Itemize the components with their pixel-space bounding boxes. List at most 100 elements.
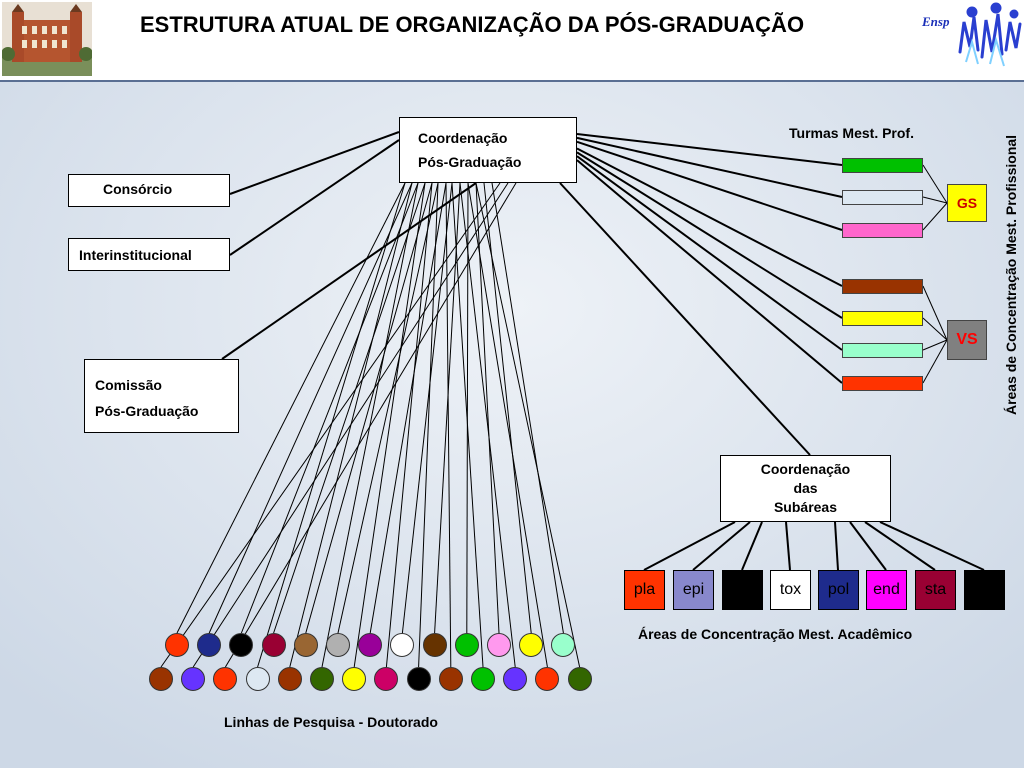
turma-bar <box>842 279 923 294</box>
connector-line <box>576 133 843 166</box>
logo-text: Ensp <box>922 14 950 29</box>
vertical-label: Áreas de Concentração Mest. Profissional <box>1003 134 1019 416</box>
research-dot <box>342 667 367 691</box>
connector-line <box>559 182 811 456</box>
connector-line <box>576 136 843 198</box>
coord-subareas-line1: Coordenação <box>760 461 851 477</box>
connector-line <box>208 182 413 634</box>
connector-line <box>922 317 948 341</box>
connector-line <box>451 182 484 668</box>
research-dot <box>277 667 302 691</box>
research-dot <box>471 667 495 691</box>
connector-line <box>467 182 548 668</box>
connector-line <box>289 182 413 668</box>
research-dot <box>390 633 415 657</box>
research-dot <box>310 667 334 691</box>
coordenacao-line2: Pós-Graduação <box>418 154 522 170</box>
connector-line <box>576 151 843 319</box>
connector-line <box>922 202 948 231</box>
research-dot <box>374 667 399 691</box>
turmas-label: Turmas Mest. Prof. <box>789 125 914 141</box>
building-logo <box>2 2 92 76</box>
turma-bar <box>842 158 923 173</box>
connector-line <box>475 182 581 668</box>
connector-line <box>337 182 439 634</box>
coord-subareas-line2: das <box>793 480 818 496</box>
subarea-box: pla <box>624 570 665 610</box>
connector-line <box>922 339 948 384</box>
connector-line <box>353 182 426 668</box>
research-dot <box>165 633 189 657</box>
turma-bar <box>842 343 923 358</box>
dots-label: Linhas de Pesquisa - Doutorado <box>224 714 438 730</box>
header-bar <box>0 0 1024 82</box>
comissao-line2: Pós-Graduação <box>95 403 199 419</box>
connector-line <box>785 521 791 571</box>
research-dot <box>551 633 576 657</box>
research-dot <box>487 633 511 657</box>
connector-line <box>229 139 400 256</box>
research-dot <box>181 667 206 691</box>
research-dot <box>293 633 318 657</box>
connector-line <box>229 131 400 195</box>
connector-line <box>879 521 985 571</box>
research-dot <box>213 667 238 691</box>
connector-line <box>576 159 843 384</box>
consorcio-label: Consórcio <box>103 181 173 197</box>
connector-line <box>369 182 447 634</box>
connector-line <box>576 147 843 287</box>
connector-line <box>160 182 501 668</box>
connector-line <box>176 182 406 634</box>
subarea-box <box>722 570 763 610</box>
turma-bar <box>842 376 923 391</box>
connector-line <box>576 140 843 231</box>
connector-line <box>385 182 433 668</box>
connector-line <box>321 182 419 668</box>
gs-tag: GS <box>947 184 987 222</box>
subarea-box: end <box>866 570 907 610</box>
research-dot <box>326 633 350 657</box>
turma-bar <box>842 190 923 205</box>
connector-line <box>922 196 948 204</box>
connector-line <box>741 521 763 571</box>
connector-line <box>273 182 426 634</box>
subarea-box: sta <box>915 570 956 610</box>
page-title: ESTRUTURA ATUAL DE ORGANIZAÇÃO DA PÓS-GR… <box>140 12 805 37</box>
connector-line <box>864 521 936 571</box>
connector-line <box>643 521 736 571</box>
subarea-box <box>964 570 1005 610</box>
comissao-box: Comissão Pós-Graduação <box>84 359 239 433</box>
research-dot <box>149 667 173 691</box>
connector-line <box>922 339 948 351</box>
research-dot <box>245 667 270 691</box>
connector-line <box>418 182 439 668</box>
research-dot <box>406 667 431 691</box>
connector-line <box>466 182 469 634</box>
connector-line <box>922 164 948 204</box>
connector-line <box>445 182 452 668</box>
connector-line <box>491 182 564 634</box>
coordenacao-box: Coordenação Pós-Graduação <box>399 117 577 183</box>
coord-subareas-box: Coordenação das Subáreas <box>720 455 891 522</box>
connector-line <box>849 521 887 571</box>
research-dot <box>197 633 222 657</box>
turma-bar <box>842 311 923 326</box>
connector-line <box>692 521 751 571</box>
connector-line <box>922 285 948 341</box>
research-dot <box>454 633 479 657</box>
subarea-box: tox <box>770 570 811 610</box>
subarea-box: pol <box>818 570 859 610</box>
comissao-line1: Comissão <box>95 377 162 393</box>
subarea-box: epi <box>673 570 714 610</box>
connector-line <box>257 182 406 668</box>
research-dot <box>422 633 447 657</box>
connector-line <box>305 182 433 634</box>
research-dot <box>261 633 286 657</box>
research-dot <box>519 633 544 657</box>
turma-bar <box>842 223 923 238</box>
research-dot <box>358 633 383 657</box>
interinstitucional-label: Interinstitucional <box>79 247 192 263</box>
research-dot <box>438 667 463 691</box>
coord-subareas-line3: Subáreas <box>773 499 838 515</box>
